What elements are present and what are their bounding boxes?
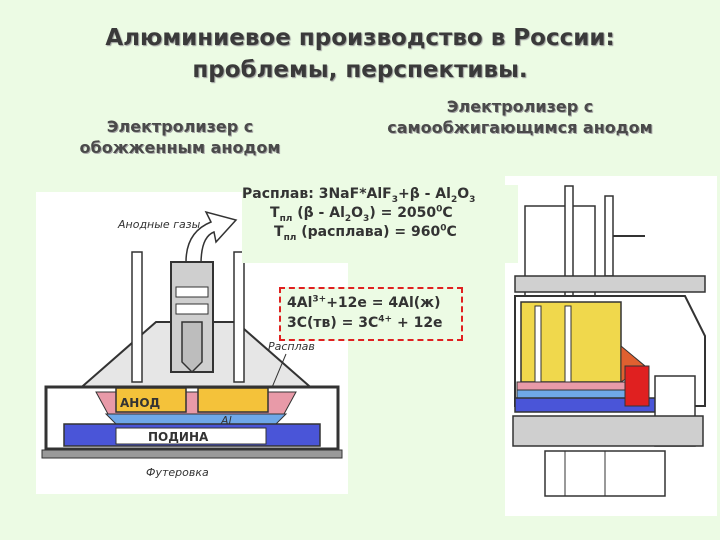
label-hearth: ПОДИНА — [148, 430, 209, 444]
anode-block-left — [115, 387, 187, 413]
subtitle-prebaked-anode: Электролизер с обожженным анодом — [55, 116, 305, 158]
label-anode: АНОД — [120, 396, 160, 410]
subtitle-left-line-2: обожженным анодом — [79, 138, 281, 157]
self-baking-cell-drawing — [512, 185, 706, 497]
subtitle-left-line-1: Электролизер с — [106, 117, 254, 136]
page-title: Алюминиевое производство в России: пробл… — [0, 22, 720, 86]
anode-rod-right — [233, 251, 245, 383]
prebaked-cell-drawing: Анодные газы Расплав АНОД Al ПОДИНА Футе… — [41, 210, 343, 479]
alumina-melting-point: Tпл (β - Al2O3) = 20500C — [270, 204, 453, 224]
subtitle-self-baking-anode: Электролизер с самообжигающимся анодом — [360, 96, 680, 138]
anode-reaction: 3C(тв) = 3C4+ + 12e — [287, 314, 443, 331]
anode-block-right — [197, 387, 269, 413]
aluminum-layer — [104, 413, 288, 425]
gas-arrow-icon — [185, 210, 238, 265]
subtitle-right-line-2: самообжигающимся анодом — [387, 118, 653, 137]
cathode-reaction: 4Al3++12e = 4Al(ж) — [287, 294, 441, 311]
label-al: Al — [220, 414, 232, 427]
melt-info-panel: Расплав: 3NaF*AlF3+β - Al2O3 Tпл (β - Al… — [242, 185, 518, 263]
title-line-2: проблемы, перспективы. — [192, 57, 528, 83]
subtitle-right-line-1: Электролизер с — [446, 97, 594, 116]
title-line-1: Алюминиевое производство в России: — [105, 25, 615, 51]
melt-melting-point: Tпл (расплава) = 9600C — [274, 223, 457, 243]
label-melt: Расплав — [268, 340, 315, 353]
label-anode-gases: Анодные газы — [117, 218, 201, 231]
melt-composition: Расплав: 3NaF*AlF3+β - Al2O3 — [242, 186, 476, 205]
electrode-reactions-box: 4Al3++12e = 4Al(ж) 3C(тв) = 3C4+ + 12e — [279, 287, 463, 341]
self-baking-anode-cell-diagram — [505, 176, 717, 516]
label-lining: Футеровка — [146, 466, 209, 479]
anode-rod-left — [131, 251, 143, 383]
